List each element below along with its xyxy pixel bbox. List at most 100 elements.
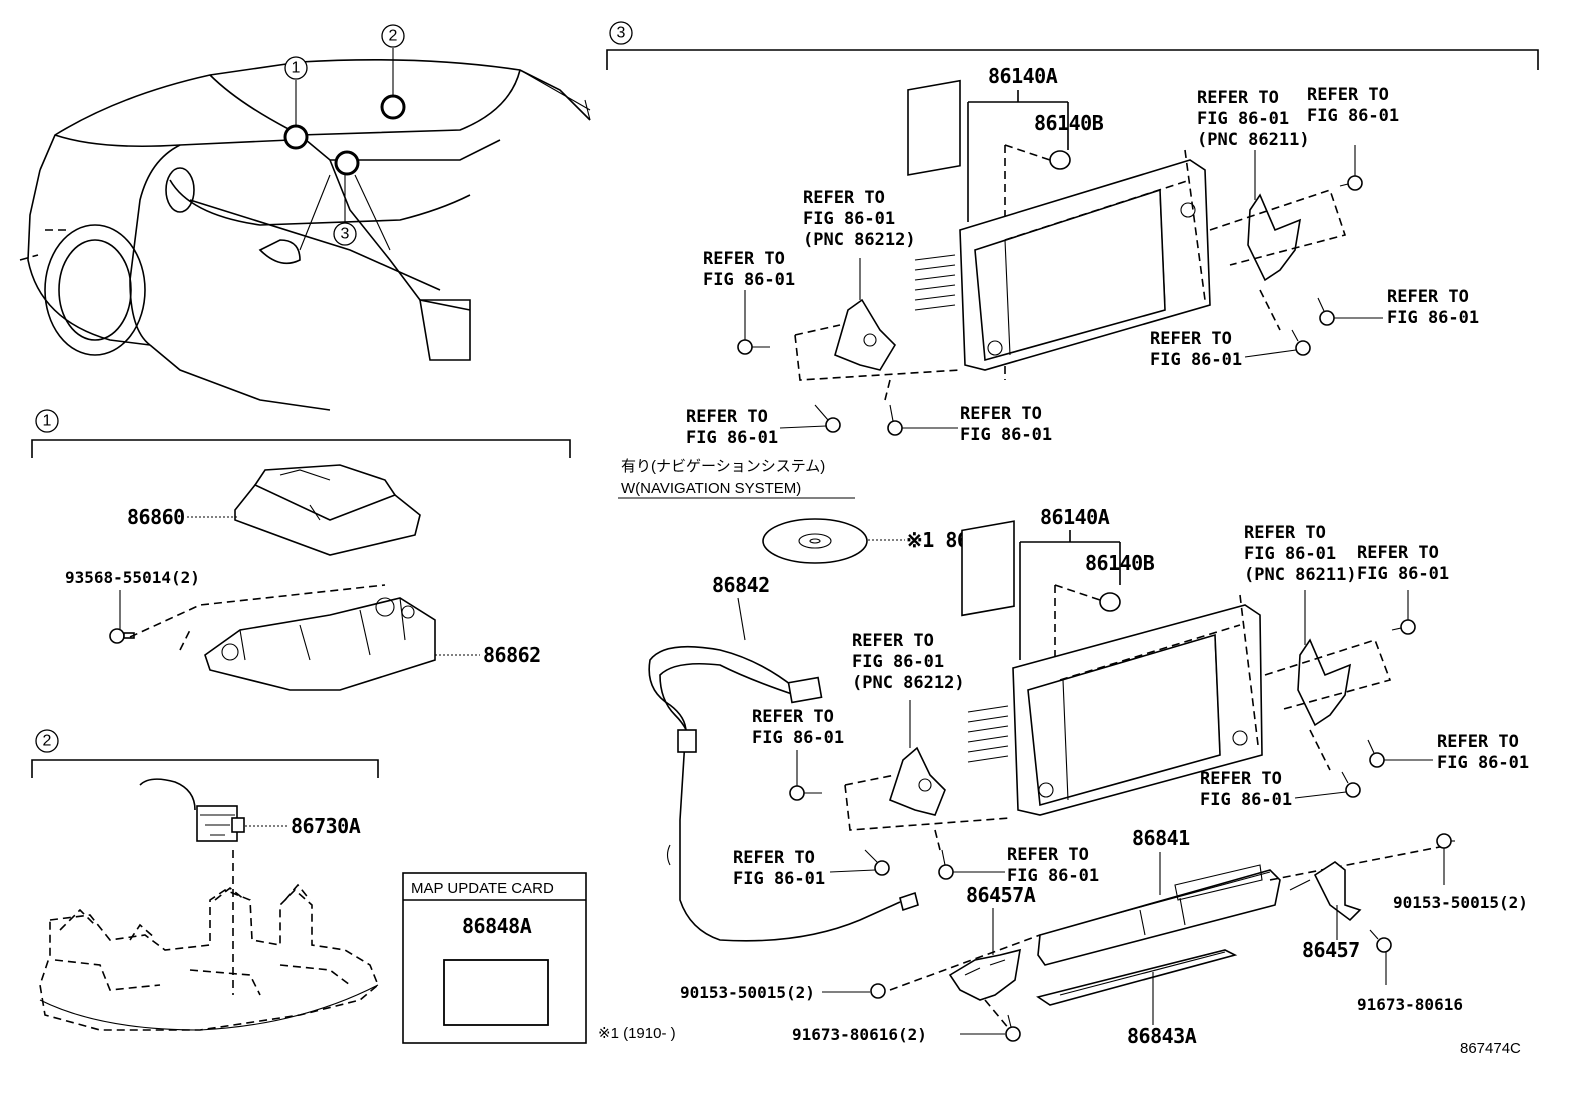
screw-icon bbox=[1341, 771, 1361, 798]
section-3-marker-text: 3 bbox=[617, 25, 626, 42]
overhead-console bbox=[39, 883, 379, 1031]
car-callout-2 bbox=[381, 24, 405, 48]
label-86140B-nav: 86140B bbox=[1085, 551, 1155, 575]
screw-icon bbox=[1317, 297, 1335, 326]
car-callout-3-text: 3 bbox=[341, 226, 350, 243]
screw-icon bbox=[1367, 739, 1385, 768]
section-2-marker-text: 2 bbox=[43, 733, 52, 750]
label-86140A-nav: 86140A bbox=[1040, 505, 1110, 529]
side-bracket-left-top bbox=[794, 258, 961, 401]
label-86140B-top: 86140B bbox=[1034, 111, 1104, 135]
car-interior-illustration: 1 2 3 bbox=[19, 24, 591, 411]
nav-condition-en: W(NAVIGATION SYSTEM) bbox=[621, 480, 801, 497]
car-callout-2-text: 2 bbox=[389, 28, 398, 45]
label-91673-80616-right: 91673-80616 bbox=[1357, 995, 1463, 1014]
side-bracket-right-nav bbox=[1264, 590, 1392, 771]
label-93568-55014: 93568-55014(2) bbox=[65, 568, 200, 587]
label-86457: 86457 bbox=[1302, 938, 1360, 962]
car-callout-3 bbox=[333, 222, 357, 246]
label-86842: 86842 bbox=[712, 573, 770, 597]
cover-86843A bbox=[1036, 949, 1238, 1006]
bracket-86862 bbox=[204, 597, 436, 691]
screw-icon bbox=[814, 404, 841, 433]
label-90153-50015-right: 90153-50015(2) bbox=[1393, 893, 1528, 912]
screw-icon bbox=[864, 849, 890, 876]
side-bracket-right-top bbox=[1209, 150, 1347, 331]
label-86730A: 86730A bbox=[291, 814, 361, 838]
screw-icon bbox=[1005, 1014, 1021, 1042]
screw-icon bbox=[1291, 329, 1311, 356]
section-2: 2 86730A bbox=[31, 729, 379, 1031]
section-1-bracket bbox=[31, 439, 571, 458]
section-1-marker-text: 1 bbox=[43, 413, 52, 430]
bolt-icon bbox=[109, 628, 135, 644]
screw-icon bbox=[938, 849, 954, 880]
label-86862: 86862 bbox=[483, 643, 541, 667]
section-3-bracket bbox=[606, 49, 1539, 70]
map-card-icon bbox=[443, 959, 549, 1026]
label-86843A: 86843A bbox=[1127, 1024, 1197, 1048]
bracket-86457 bbox=[1289, 861, 1362, 922]
display-unit-nav: 86140A 86140B bbox=[961, 505, 1263, 816]
module-86841 bbox=[1037, 844, 1451, 966]
screw-icon bbox=[887, 404, 903, 436]
label-86848A: 86848A bbox=[462, 914, 532, 938]
side-bracket-left-nav bbox=[844, 700, 1011, 851]
bracket-86457A bbox=[889, 934, 1041, 1031]
label-86140A-top: 86140A bbox=[988, 64, 1058, 88]
map-card-note: ※1 (1910- ) bbox=[598, 1025, 676, 1042]
car-callout-1-text: 1 bbox=[292, 60, 301, 77]
car-callout-1 bbox=[284, 56, 308, 80]
screw-icon bbox=[737, 339, 770, 355]
section-3: 3 bbox=[606, 21, 1539, 70]
label-90153-50015-left: 90153-50015(2) bbox=[680, 983, 815, 1002]
knob-86140B-top bbox=[1049, 150, 1071, 170]
label-86457A: 86457A bbox=[966, 883, 1036, 907]
module-86860 bbox=[234, 464, 421, 556]
screw-icon bbox=[1369, 929, 1392, 953]
section-2-bracket bbox=[31, 759, 379, 778]
label-86860: 86860 bbox=[127, 505, 185, 529]
section-1: 1 86860 93568-55014(2) 86862 bbox=[31, 409, 571, 691]
section-2-marker bbox=[35, 729, 59, 753]
label-91673-80616-left: 91673-80616(2) bbox=[792, 1025, 927, 1044]
screw-icon bbox=[870, 983, 886, 999]
screw-icon bbox=[1339, 175, 1363, 191]
nav-condition-jp: 有り(ナビゲーションシステム) bbox=[621, 458, 825, 475]
sensor-86730A bbox=[139, 778, 245, 842]
knob-86140B-nav bbox=[1099, 592, 1121, 612]
screw-icon bbox=[789, 785, 822, 801]
cable-86842 bbox=[648, 645, 919, 942]
section-1-marker bbox=[35, 409, 59, 433]
display-unit-top: 86140A 86140B bbox=[907, 64, 1211, 380]
